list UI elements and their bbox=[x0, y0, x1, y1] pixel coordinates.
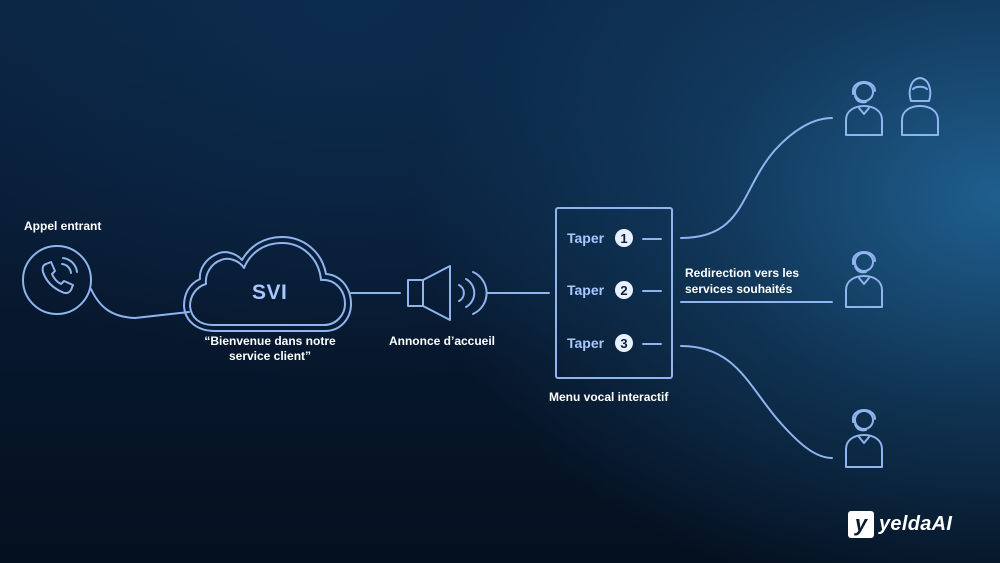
call-agent-icon bbox=[845, 409, 883, 468]
menu-option-1-label: Taper bbox=[567, 230, 605, 246]
announcement-label: Annonce d’accueil bbox=[388, 334, 496, 348]
menu-number-badge-3: 3 bbox=[615, 334, 633, 352]
phone-icon bbox=[22, 245, 92, 315]
svi-label: SVI bbox=[252, 281, 288, 304]
svg-text:1: 1 bbox=[620, 231, 627, 246]
connector-option-3 bbox=[680, 345, 833, 459]
svg-text:3: 3 bbox=[620, 336, 627, 351]
menu-number-badge-2: 2 bbox=[615, 281, 633, 299]
menu-box bbox=[555, 207, 673, 379]
menu-number-badge-1: 1 bbox=[615, 229, 633, 247]
connector-phone-svi bbox=[90, 288, 190, 319]
call-agent-icon bbox=[845, 251, 883, 308]
menu-option-3-label: Taper bbox=[567, 335, 605, 351]
svg-text:2: 2 bbox=[620, 283, 627, 298]
redirection-label: Redirection vers les services souhaités bbox=[685, 266, 800, 296]
logo-mark: y bbox=[848, 510, 874, 538]
call-agent-icon bbox=[845, 81, 883, 136]
menu-option-2-label: Taper bbox=[567, 282, 605, 298]
cloud-icon bbox=[183, 236, 352, 332]
svi-caption: “Bienvenue dans notre service client” bbox=[204, 334, 336, 363]
logo-text: yeldaAI bbox=[879, 512, 953, 535]
yeldaai-logo: y yeldaAI bbox=[848, 509, 952, 539]
incoming-call-label: Appel entrant bbox=[24, 219, 102, 233]
speaker-icon bbox=[407, 265, 488, 321]
menu-label: Menu vocal interactif bbox=[549, 390, 669, 404]
connector-option-1 bbox=[680, 117, 833, 239]
person-icon bbox=[901, 77, 939, 136]
